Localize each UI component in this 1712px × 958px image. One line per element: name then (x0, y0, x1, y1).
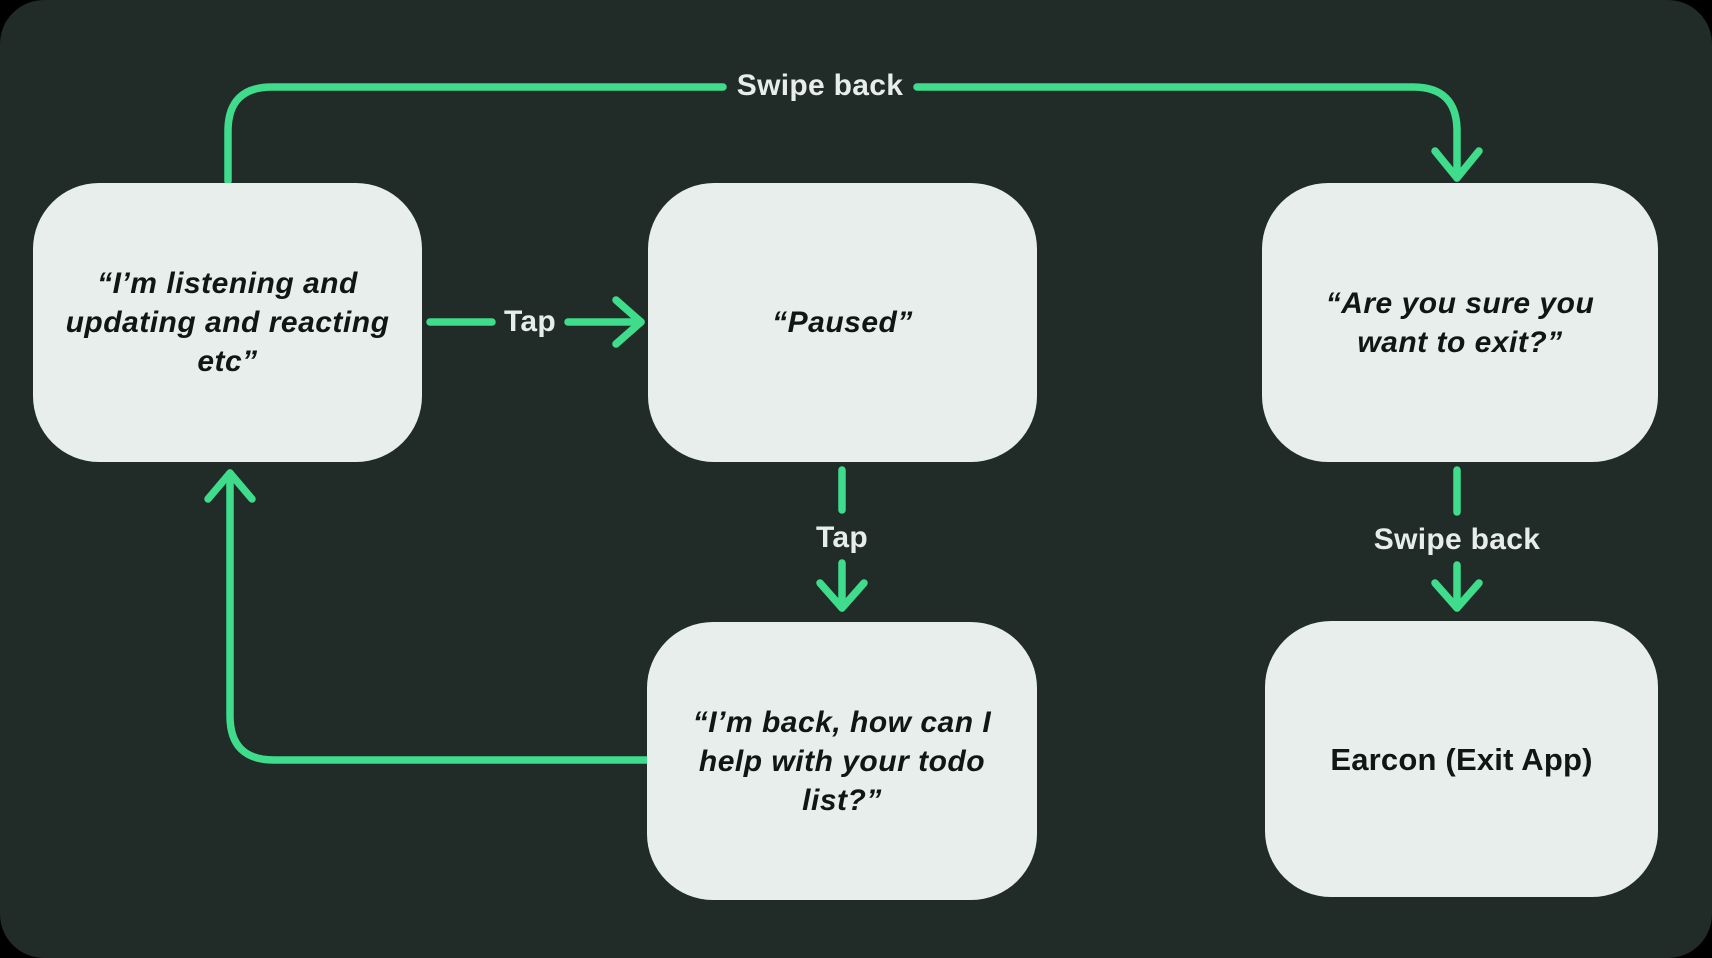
node-paused-text: “Paused” (772, 306, 913, 339)
node-back-text: “I’m back, how can I help with your todo… (692, 705, 992, 817)
arrowhead-into-earcon (1431, 579, 1483, 612)
arrowhead-into-listening (204, 469, 256, 503)
node-paused-state: “Paused” (648, 183, 1037, 462)
arrow-swipe-back-loop-left (224, 83, 727, 185)
node-earcon-text: Earcon (Exit App) (1330, 741, 1593, 777)
label-swipe-back-top: Swipe back (736, 69, 904, 102)
node-confirm-exit-state: “Are you sure you want to exit?” (1262, 183, 1658, 462)
label-tap-down: Tap (815, 521, 869, 554)
arrow-return-loop (226, 469, 651, 764)
label-tap-right: Tap (503, 305, 557, 338)
node-earcon-exit-state: Earcon (Exit App) (1265, 621, 1658, 897)
arrowhead-into-back (816, 579, 868, 612)
node-confirm-exit-text: “Are you sure you want to exit?” (1325, 286, 1595, 359)
node-listening-text: “I’m listening and updating and reacting… (65, 267, 390, 378)
arrowhead-into-paused (612, 296, 645, 348)
arrow-swipe-back-loop-right (913, 83, 1461, 182)
label-swipe-back-down: Swipe back (1373, 523, 1541, 556)
node-back-state: “I’m back, how can I help with your todo… (647, 622, 1037, 900)
arrowhead-into-confirm (1431, 147, 1483, 182)
node-listening-state: “I’m listening and updating and reacting… (33, 183, 422, 462)
